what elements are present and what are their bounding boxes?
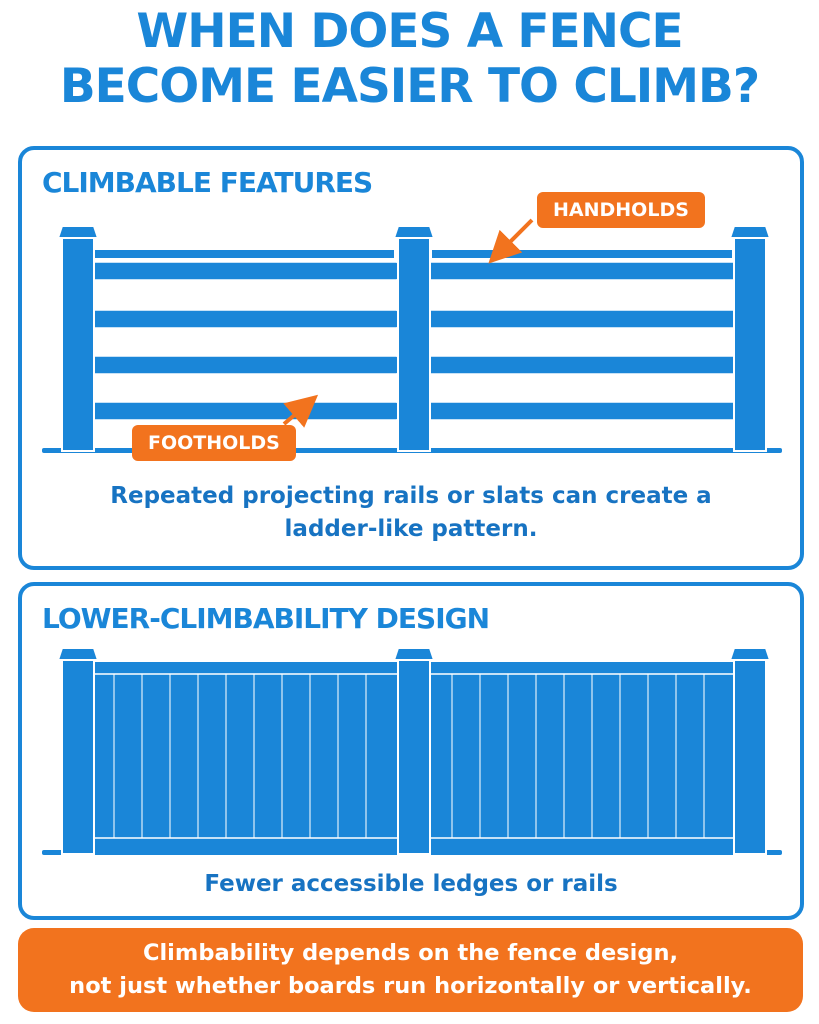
post-left-cap (56, 647, 100, 661)
right-rails (427, 261, 739, 421)
rail (427, 401, 739, 421)
post-left-cap (56, 225, 100, 239)
page-title: When does a fence become easier to climb… (0, 4, 819, 114)
footholds-callout: FOOTHOLDS (132, 425, 296, 461)
vertical-board-fence-illustration (42, 647, 782, 855)
horizontal-rail-fence-illustration (42, 218, 782, 453)
solid-panels (92, 662, 736, 852)
post-left (61, 237, 95, 452)
post-right-cap (728, 647, 772, 661)
rail (87, 261, 399, 281)
rail (87, 401, 399, 421)
rail (87, 309, 399, 329)
post-right-cap (728, 225, 772, 239)
rail (427, 309, 739, 329)
post-middle (397, 659, 431, 855)
post-right (733, 659, 767, 855)
post-right (733, 237, 767, 452)
footholds-arrow (282, 394, 319, 428)
caption-line-2: ladder-like pattern. (284, 516, 538, 542)
panel-frame-lines (92, 673, 736, 839)
panel-left (92, 662, 400, 852)
post-middle-cap (392, 647, 436, 661)
panel-right (428, 662, 736, 852)
rail-backing (94, 250, 732, 258)
handholds-arrow (488, 218, 534, 264)
rail (87, 355, 399, 375)
fence-posts (56, 647, 772, 855)
climbable-features-caption: Repeated projecting rails or slats can c… (22, 480, 800, 546)
page-title-line-1: When does a fence (136, 4, 683, 59)
board-grooves (113, 674, 705, 838)
rail (427, 355, 739, 375)
lower-climbability-panel: LOWER-CLIMBABILITY DESIGN (18, 582, 804, 920)
banner-line-1: Climbability depends on the fence design… (142, 940, 679, 966)
lower-climbability-heading: LOWER-CLIMBABILITY DESIGN (42, 602, 490, 635)
summary-banner: Climbability depends on the fence design… (18, 928, 803, 1012)
banner-line-2: not just whether boards run horizontally… (69, 973, 752, 999)
caption-line-1: Repeated projecting rails or slats can c… (110, 483, 712, 509)
climbable-features-panel: CLIMBABLE FEATURES (18, 146, 804, 570)
post-middle-cap (392, 225, 436, 239)
left-rails (87, 261, 399, 421)
post-middle (397, 237, 431, 452)
fence-posts (56, 225, 772, 452)
climbable-features-heading: CLIMBABLE FEATURES (42, 166, 373, 199)
lower-climbability-caption: Fewer accessible ledges or rails (204, 871, 618, 897)
post-left (61, 659, 95, 855)
handholds-callout: HANDHOLDS (537, 192, 705, 228)
rail (427, 261, 739, 281)
page-title-line-2: become easier to climb? (59, 59, 760, 114)
